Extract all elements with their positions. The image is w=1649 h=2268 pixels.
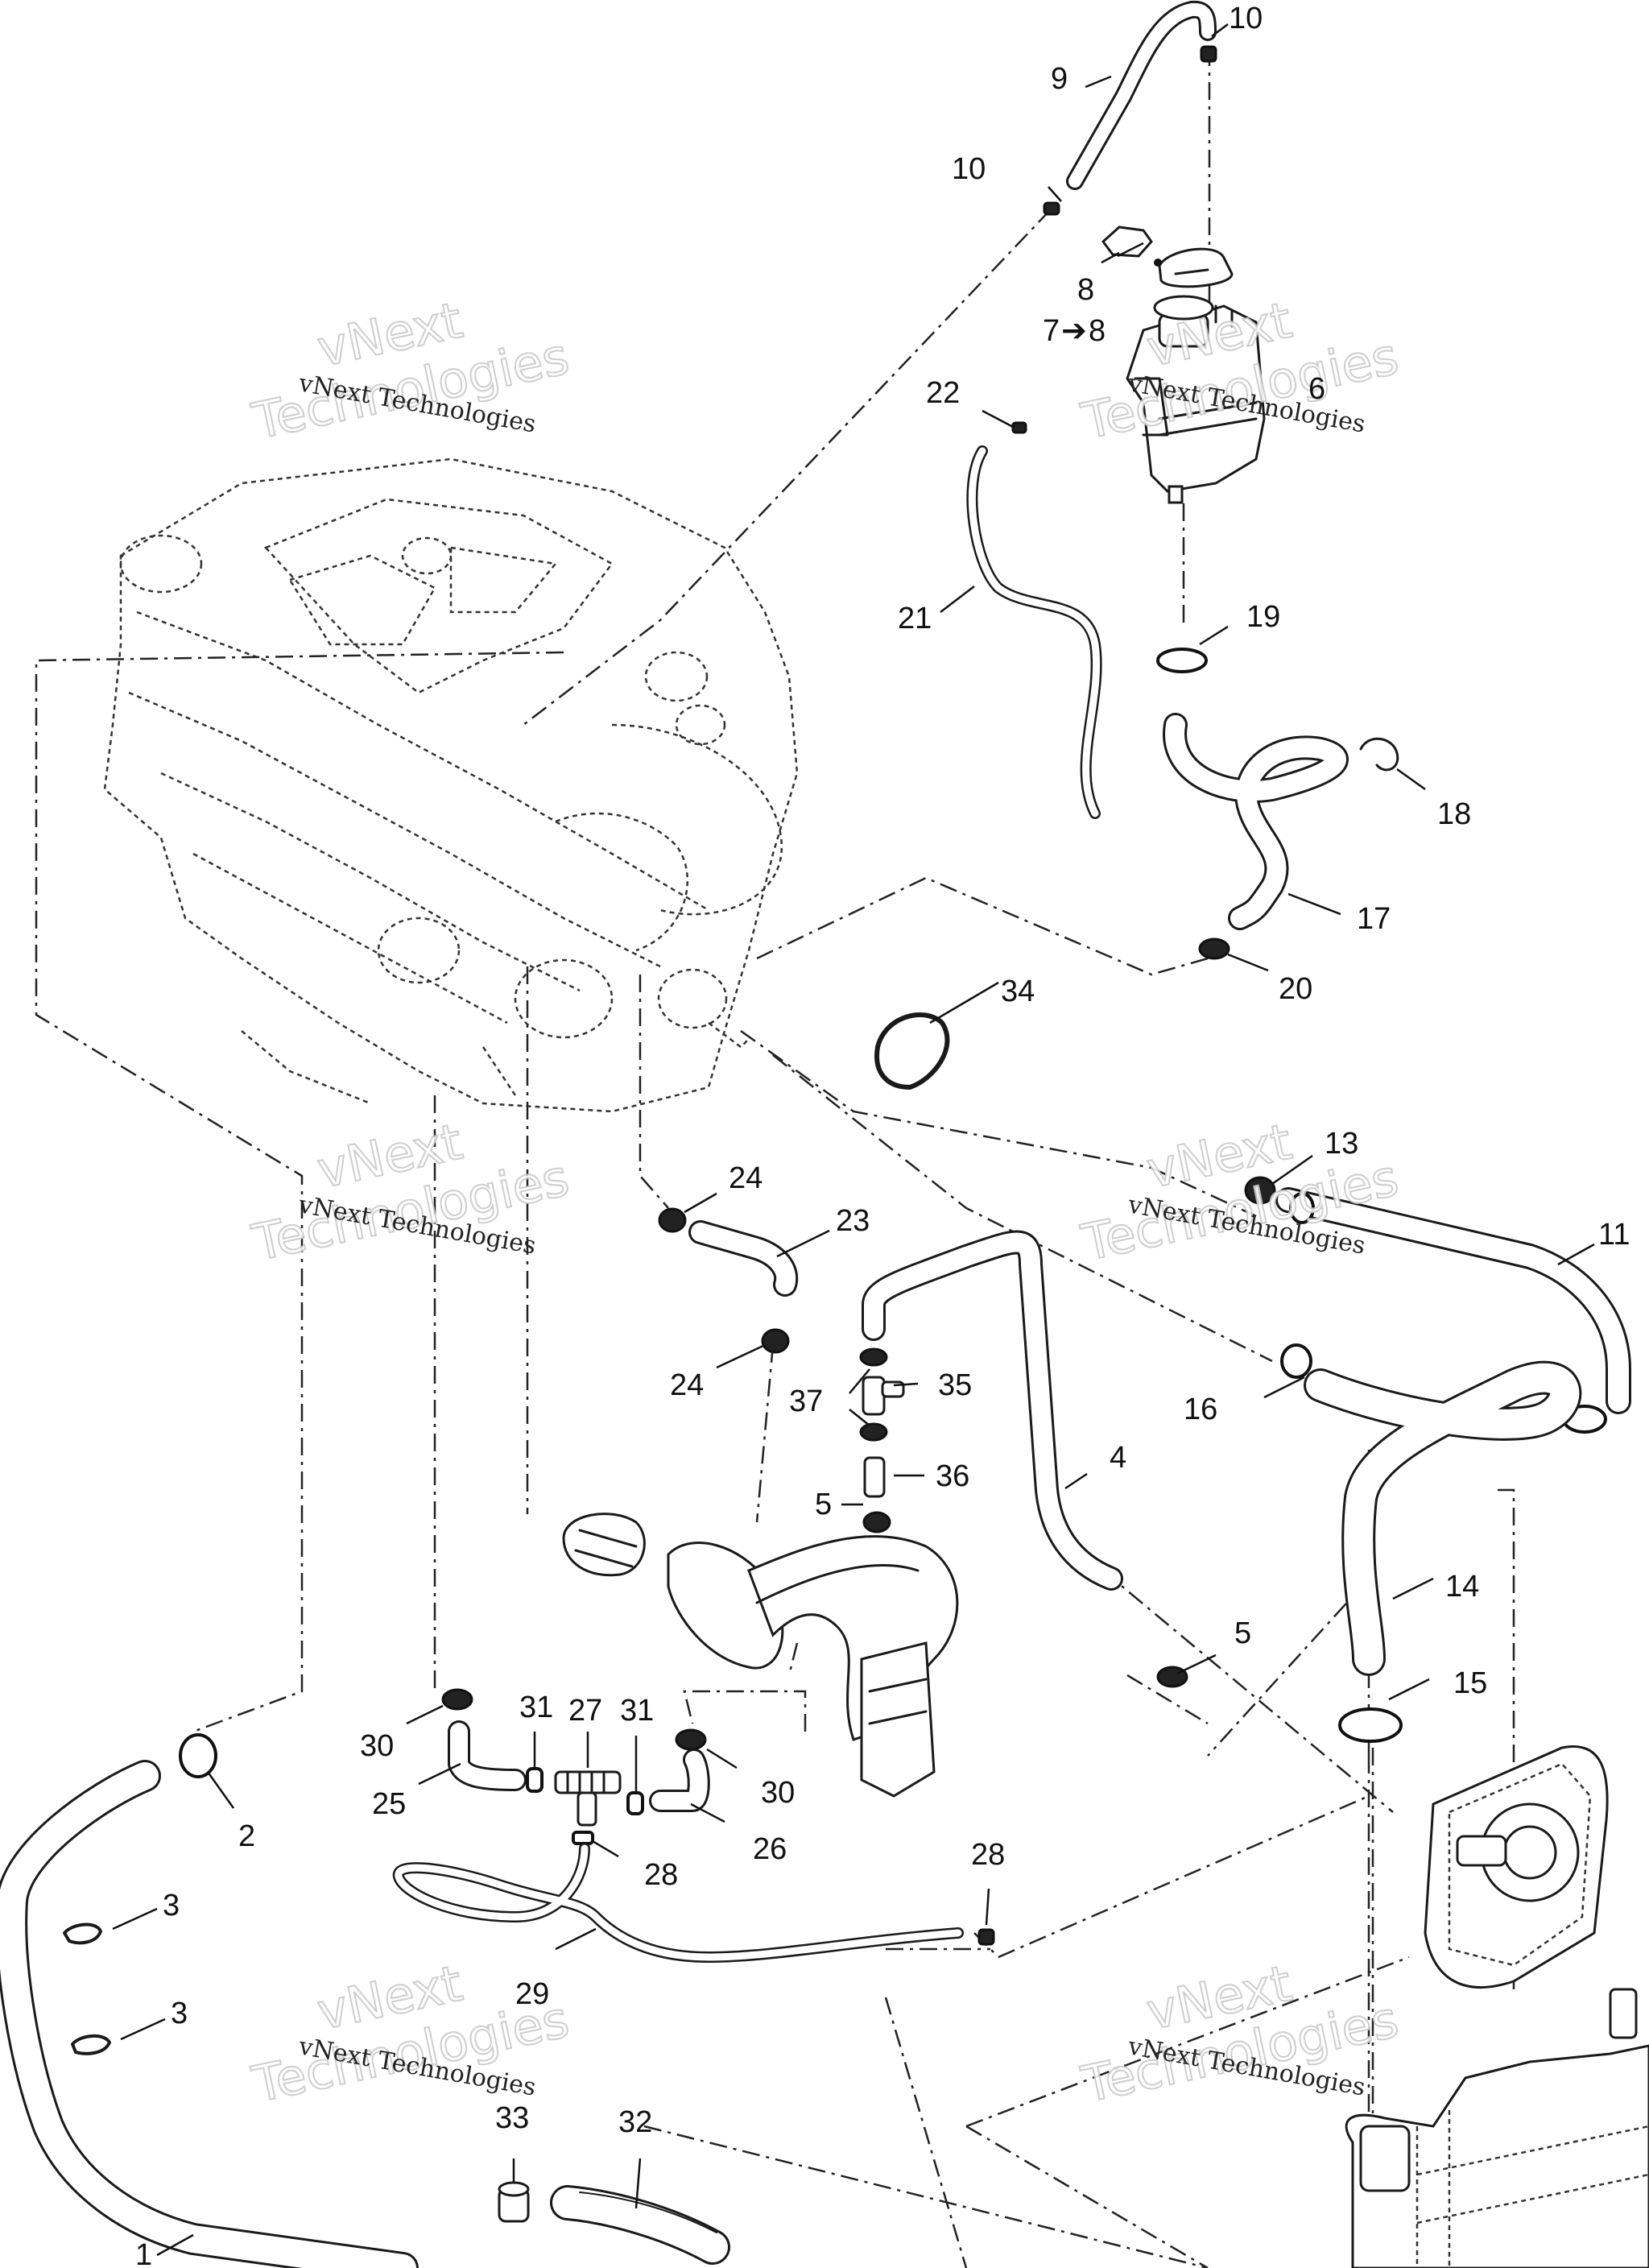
callout-8: 8 bbox=[1089, 314, 1106, 348]
plug-cap bbox=[498, 2181, 530, 2223]
callout-29: 29 bbox=[515, 1977, 549, 2011]
callout-31: 31 bbox=[620, 1694, 654, 1728]
callout-18: 18 bbox=[1437, 797, 1471, 831]
callout-6: 6 bbox=[1308, 372, 1325, 406]
watermark: vNext Technologies vNext Technologies vN… bbox=[246, 290, 1404, 2115]
callout-3: 3 bbox=[163, 1889, 180, 1922]
callout-21: 21 bbox=[898, 602, 932, 635]
elbow-fitting bbox=[649, 1749, 710, 1812]
hose-clamp bbox=[1156, 648, 1208, 673]
hose-clamp bbox=[675, 1728, 707, 1751]
bypass-hose bbox=[862, 1230, 1123, 1591]
callout-10: 10 bbox=[952, 152, 986, 186]
hose-clamp bbox=[761, 1328, 790, 1354]
assembly-lines bbox=[35, 48, 1515, 2268]
hose-sleeve bbox=[550, 2185, 730, 2265]
callout-30: 30 bbox=[761, 1776, 795, 1810]
hose-clamp bbox=[1338, 1707, 1403, 1743]
hose-clamp bbox=[1200, 45, 1217, 63]
hose-clamp bbox=[859, 1422, 888, 1442]
callout-35: 35 bbox=[938, 1368, 972, 1402]
callout-33: 33 bbox=[495, 2101, 529, 2135]
engine-assembly bbox=[103, 457, 799, 1113]
callout-14: 14 bbox=[1445, 1570, 1479, 1604]
hose-clamp bbox=[1043, 201, 1060, 216]
callout-32: 32 bbox=[618, 2105, 652, 2139]
callout-16: 16 bbox=[1184, 1393, 1217, 1426]
hose-clamp bbox=[526, 1767, 543, 1793]
reservoir-cap bbox=[1158, 247, 1234, 288]
callout-20: 20 bbox=[1279, 972, 1312, 1006]
hose-clamp bbox=[977, 1928, 995, 1946]
callout-13: 13 bbox=[1325, 1127, 1358, 1161]
vent-hose bbox=[1066, 0, 1217, 190]
callout-labels: 1 2 3 3 4 5 5 6 7 ➔ 8 8 9 10 10 11 13 14… bbox=[135, 2, 1630, 2268]
hose-clamp bbox=[441, 1688, 473, 1711]
reservoir-outlet-hose bbox=[1163, 713, 1349, 930]
callout-24: 24 bbox=[670, 1368, 704, 1402]
callout-15: 15 bbox=[1453, 1666, 1487, 1700]
callout-3: 3 bbox=[171, 1997, 188, 2030]
return-hose bbox=[1275, 1187, 1631, 1414]
callout-11: 11 bbox=[1598, 1218, 1630, 1252]
hose-clamp bbox=[859, 1347, 888, 1367]
hose-clamp bbox=[1198, 937, 1230, 960]
callout-36: 36 bbox=[936, 1459, 969, 1493]
tee-connector bbox=[554, 1770, 622, 1827]
cap-gasket bbox=[1101, 226, 1162, 267]
callout-25: 25 bbox=[372, 1787, 406, 1821]
leader-lines bbox=[112, 23, 1595, 2257]
hose-clamp bbox=[572, 1831, 594, 1845]
callout-17: 17 bbox=[1357, 902, 1391, 936]
callout-2: 2 bbox=[238, 1819, 255, 1853]
callout-10: 10 bbox=[1229, 2, 1263, 35]
callout-1: 1 bbox=[135, 2238, 152, 2268]
hose-clamp bbox=[179, 1733, 217, 1778]
callout-30: 30 bbox=[360, 1729, 394, 1763]
callout-26: 26 bbox=[753, 1832, 787, 1866]
callout-9: 9 bbox=[1051, 62, 1068, 96]
callout-24: 24 bbox=[729, 1161, 763, 1195]
hose-clamp bbox=[1359, 737, 1399, 772]
drain-line bbox=[392, 1843, 964, 1963]
drain-elbow-hose bbox=[448, 1720, 527, 1791]
callout-31: 31 bbox=[519, 1691, 553, 1724]
hose-clamp bbox=[658, 1207, 687, 1233]
callout-22: 22 bbox=[926, 376, 960, 410]
elbow-hose bbox=[688, 1220, 799, 1297]
hose-clamp bbox=[63, 1922, 102, 1945]
callout-5: 5 bbox=[815, 1488, 832, 1521]
hose-clamp bbox=[1011, 421, 1027, 434]
callout-8: 8 bbox=[1077, 273, 1094, 307]
callout-5: 5 bbox=[1234, 1616, 1251, 1650]
hose-clamp bbox=[862, 1511, 891, 1533]
exhaust-cooling-hose bbox=[1304, 1360, 1582, 1676]
connector-tube bbox=[863, 1456, 886, 1498]
tee-fitting bbox=[862, 1376, 905, 1416]
callout-34: 34 bbox=[1001, 975, 1035, 1008]
main-cooling-hose bbox=[0, 1760, 419, 2268]
callout-37: 37 bbox=[789, 1384, 823, 1418]
callout-7: 7 bbox=[1043, 314, 1060, 348]
pump-housing bbox=[1424, 1745, 1609, 1989]
o-ring-gasket bbox=[874, 1012, 950, 1090]
hose-clamp bbox=[1289, 1192, 1315, 1224]
hose-clamp bbox=[1280, 1343, 1312, 1379]
overflow-hose bbox=[966, 445, 1102, 819]
arrow-icon: ➔ bbox=[1061, 312, 1087, 348]
callout-28: 28 bbox=[971, 1838, 1005, 1872]
hose-clamp bbox=[1244, 1176, 1276, 1205]
hose-clamp bbox=[626, 1791, 644, 1815]
callout-28: 28 bbox=[644, 1858, 678, 1892]
callout-19: 19 bbox=[1246, 600, 1280, 634]
callout-23: 23 bbox=[836, 1204, 870, 1238]
callout-4: 4 bbox=[1110, 1441, 1126, 1475]
hose-clamp bbox=[71, 2034, 111, 2055]
hull-section bbox=[1345, 1988, 1649, 2268]
coolant-reservoir bbox=[1126, 295, 1266, 504]
exhaust-muffler bbox=[562, 1513, 959, 1798]
callout-27: 27 bbox=[568, 1694, 602, 1728]
